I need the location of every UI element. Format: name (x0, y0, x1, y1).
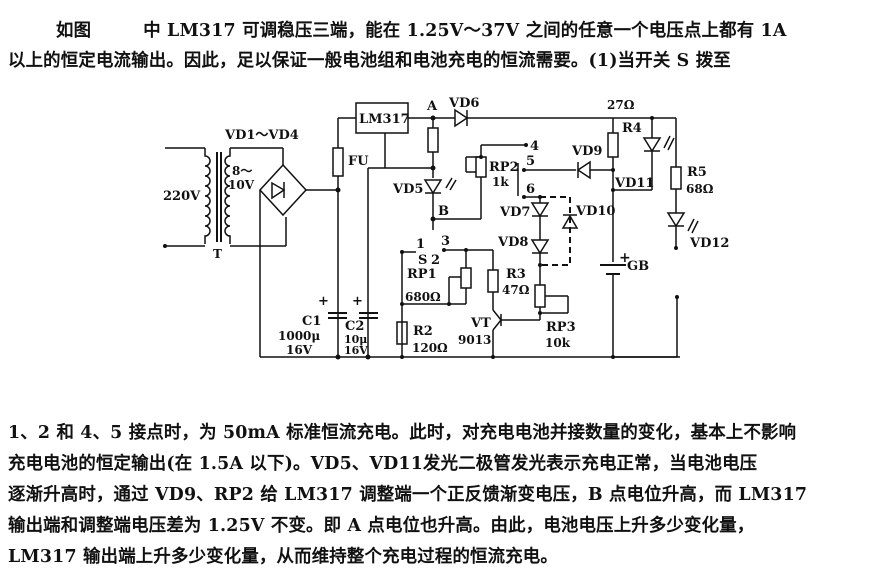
intro-line-1: 如图 中 LM317 可调稳压三端，能在 1.25V～37V 之间的任意一个电压点… (56, 19, 787, 43)
vd9: VD9 (524, 144, 615, 180)
body-line-1: 1、2 和 4、5 接点时，为 50mA 标准恒流充电。此时，对充电电池并接数量… (8, 423, 797, 443)
vd12-label: VD12 (689, 236, 729, 251)
transformer: T 8～ 10V (204, 148, 255, 261)
circuit-diagram: 220V T 8～ 10V VD1～VD4 FU LM317 (163, 96, 729, 360)
r2-label: R2 (413, 324, 433, 339)
rp1-label: RP1 (407, 267, 437, 282)
contact-2: 2 (431, 253, 440, 268)
capacitors: + C1 1000μ 16V + C2 10μ 16V (278, 294, 378, 357)
rp1: RP1 680Ω (400, 248, 472, 306)
body-line-5: LM317 输出端上升多少变化量，从而维持整个充电过程的恒流充电。 (8, 547, 558, 567)
r4-value: 27Ω (607, 98, 635, 112)
secondary-label-1: 8～ (232, 164, 252, 178)
rp3-label: RP3 (546, 320, 576, 335)
rp2-label: RP2 (489, 160, 519, 175)
secondary-label-2: 10V (228, 178, 255, 192)
intro-text-1: 中 LM317 可调稳压三端，能在 1.25V～37V 之间的任意一个电压点上都… (143, 21, 787, 41)
switch-s[interactable]: 1 3 2 S (400, 234, 493, 357)
r3-value: 47Ω (502, 283, 530, 297)
r3-transistor: R3 47Ω VT 9013 (458, 250, 537, 359)
switch-label: S (418, 253, 427, 268)
contact-6: 6 (526, 182, 535, 197)
rp3-value: 10k (545, 336, 571, 350)
c2-voltage: 16V (344, 344, 368, 357)
contact-3: 3 (441, 234, 450, 249)
c1-voltage: 16V (286, 343, 313, 357)
contact-1: 1 (416, 237, 425, 252)
vd5-branch: VD5 B (392, 118, 482, 230)
vd5-label: VD5 (392, 182, 423, 197)
c1-label: C1 (302, 314, 321, 329)
c2-value: 10μ (344, 333, 367, 346)
transformer-label: T (213, 247, 222, 261)
r5-value: 68Ω (686, 182, 714, 196)
vd10-label: VD10 (575, 204, 615, 219)
body-line-3: 逐渐升高时，通过 VD9、RP2 给 LM317 调整端一个正反馈渐变电压，B … (8, 485, 808, 505)
vd7-vd8: VD7 VD8 VD10 (497, 195, 615, 285)
vd7-label: VD7 (499, 205, 530, 220)
r2-value: 120Ω (412, 341, 448, 355)
r4-label: R4 (622, 121, 642, 136)
vd9-label: VD9 (571, 144, 602, 159)
vd6: VD6 (433, 96, 676, 128)
transistor-part: 9013 (458, 333, 491, 347)
r4-battery: 27Ω R4 VD11 + GB (600, 98, 675, 359)
rp3: RP3 10k (534, 284, 576, 350)
intro-line-2: 以上的恒定电流输出。因此，足以保证一般电池组和电池充电的恒流需要。(1)当开关 … (8, 51, 731, 71)
contact-5: 5 (526, 154, 535, 169)
mains-label: 220V (163, 189, 201, 204)
intro-prefix: 如图 (56, 21, 92, 41)
c1-value: 1000μ (278, 329, 320, 343)
rp2: 4 RP2 1k 5 6 (465, 139, 539, 197)
regulator-section: FU LM317 A (332, 99, 438, 350)
node-a-label: A (426, 99, 438, 114)
r5-label: R5 (687, 165, 707, 180)
node-b-label: B (438, 204, 449, 219)
svg-text:+: + (352, 294, 363, 309)
fuse-label: FU (348, 154, 369, 169)
vd11-label: VD11 (614, 176, 654, 191)
bridge-label: VD1～VD4 (224, 128, 299, 143)
r5-vd12: R5 68Ω VD12 (613, 118, 729, 358)
regulator-label: LM317 (359, 112, 410, 127)
battery-label: GB (627, 259, 649, 274)
transistor-label: VT (470, 316, 491, 331)
mains-input: 220V (163, 147, 205, 248)
svg-text:+: + (318, 294, 329, 309)
r2: R2 120Ω (396, 321, 448, 359)
body-line-4: 输出端和调整端电压差为 1.25V 不变。即 A 点电位也升高。由此，电池电压上… (8, 516, 755, 536)
c2-label: C2 (345, 319, 364, 334)
vd6-label: VD6 (448, 96, 479, 111)
rp1-value: 680Ω (405, 290, 441, 304)
vd8-label: VD8 (497, 235, 528, 250)
bridge-rectifier: VD1～VD4 (224, 128, 338, 350)
rp2-value: 1k (492, 175, 509, 189)
contact-4: 4 (530, 139, 539, 154)
battery-plus: + (619, 250, 631, 266)
body-line-2: 充电电池的恒定输出(在 1.5A 以下)。VD5、VD11发光二极管发光表示充电… (8, 454, 758, 474)
r3-label: R3 (506, 267, 526, 282)
